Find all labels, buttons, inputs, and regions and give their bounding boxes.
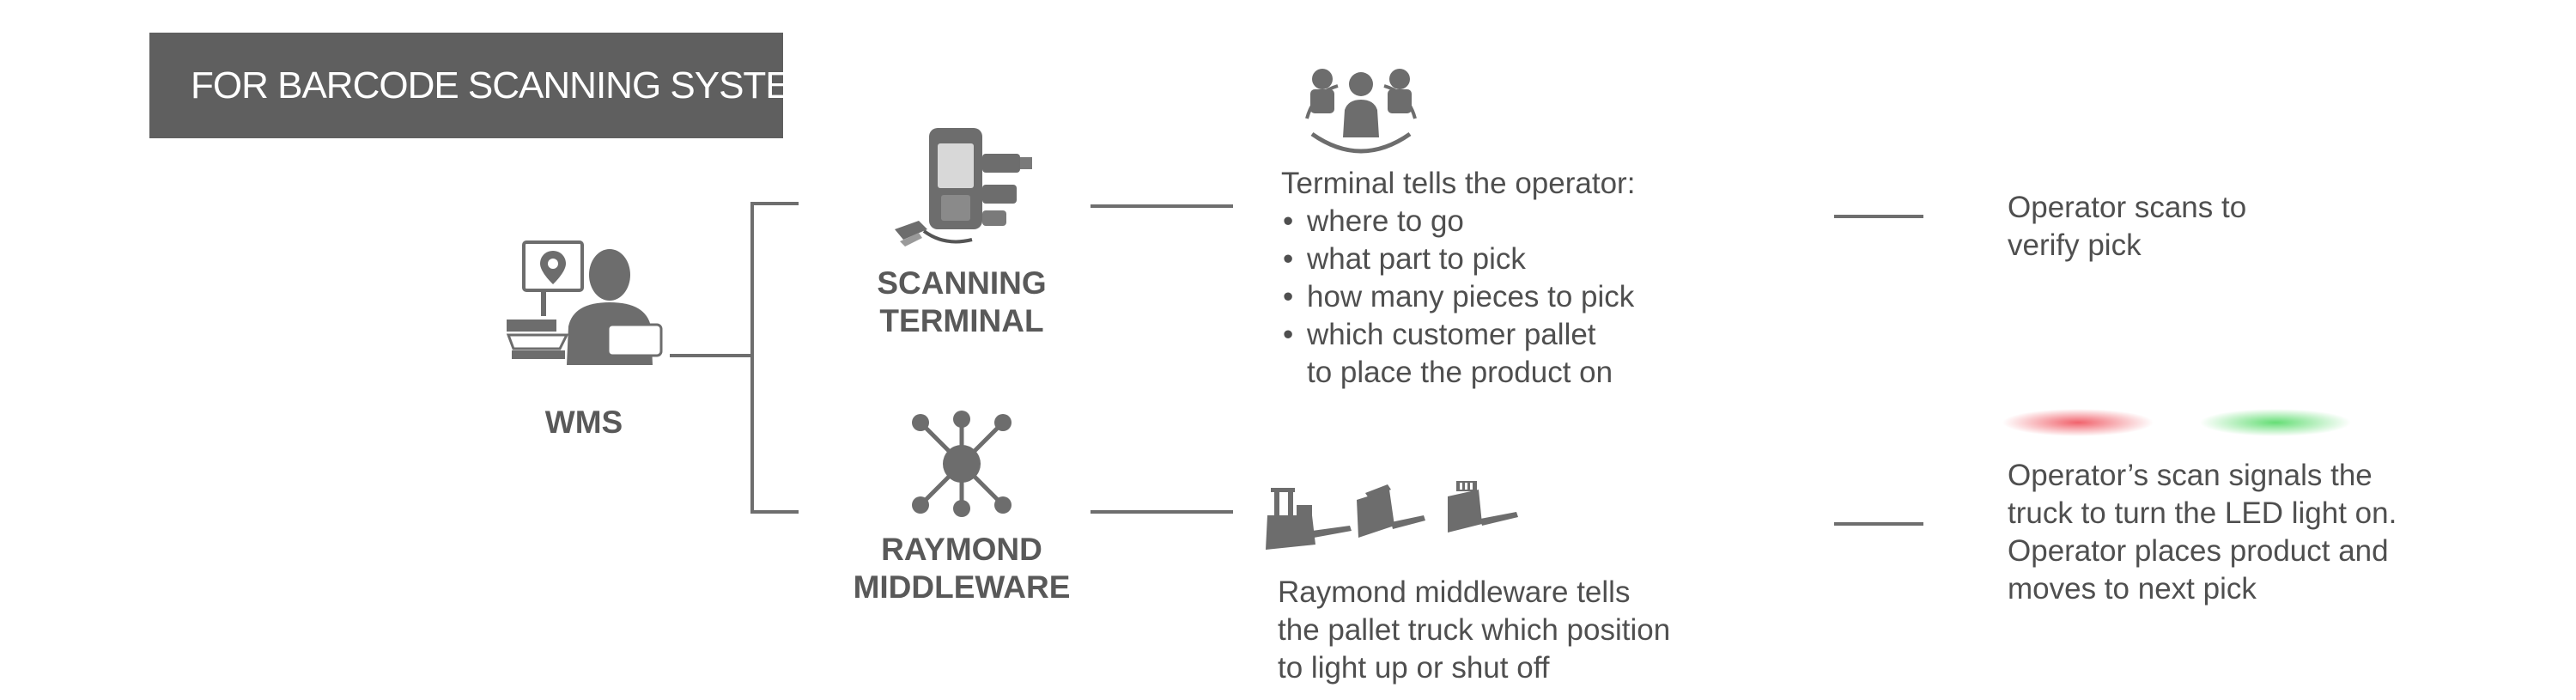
middleware-connector [1091, 510, 1233, 514]
middleware-label: RAYMOND MIDDLEWARE [824, 531, 1099, 606]
verify-instructions: Operator scans to verify pick [2008, 189, 2246, 265]
user-at-computer-icon [506, 240, 663, 365]
list-item: how many pieces to pick [1281, 278, 1635, 316]
middleware-instructions-line: the pallet truck which position [1278, 613, 1671, 647]
list-item: what part to pick [1281, 240, 1635, 278]
verify-connector [1834, 215, 1923, 218]
list-item: which customer pallet [1281, 316, 1635, 354]
signal-connector [1834, 522, 1923, 526]
verify-instructions-line: verify pick [2008, 228, 2142, 262]
signal-instructions-line: Operator’s scan signals the [2008, 459, 2372, 492]
led-red [2002, 409, 2154, 436]
pallet-truck-icon [1266, 481, 1518, 550]
operator-group-icon [1305, 69, 1417, 154]
list-item: where to go [1281, 203, 1635, 240]
signal-instructions-line: Operator places product and [2008, 534, 2389, 568]
led-green [2200, 409, 2351, 436]
terminal-instructions-heading: Terminal tells the operator: [1281, 167, 1636, 200]
verify-instructions-line: Operator scans to [2008, 191, 2247, 224]
terminal-instructions-continuation: to place the product on [1307, 356, 1613, 389]
middleware-instructions-line: Raymond middleware tells [1278, 575, 1631, 609]
handheld-scanner-icon [895, 128, 1032, 247]
network-hub-icon [912, 411, 1012, 517]
wms-label: WMS [544, 405, 623, 440]
middleware-label-line1: RAYMOND [881, 532, 1042, 567]
bracket-vertical [750, 202, 754, 514]
signal-instructions-line: moves to next pick [2008, 572, 2257, 606]
terminal-instructions-list: where to go what part to pick how many p… [1281, 203, 1635, 354]
terminal-connector [1091, 204, 1233, 208]
scanning-terminal-label-line2: TERMINAL [879, 303, 1044, 338]
signal-instructions-line: truck to turn the LED light on. [2008, 496, 2397, 530]
bracket-bottom [750, 510, 799, 514]
middleware-instructions-line: to light up or shut off [1278, 651, 1550, 685]
middleware-label-line2: MIDDLEWARE [853, 569, 1071, 605]
section-banner: FOR BARCODE SCANNING SYSTEMS: [149, 33, 855, 138]
signal-instructions: Operator’s scan signals the truck to tur… [2008, 457, 2397, 608]
bracket-top [750, 202, 799, 205]
terminal-instructions: Terminal tells the operator: where to go… [1281, 165, 1635, 392]
scanning-terminal-label: SCANNING TERMINAL [824, 265, 1099, 340]
wms-connector [670, 354, 752, 357]
scanning-terminal-label-line1: SCANNING [877, 265, 1047, 301]
middleware-instructions: Raymond middleware tells the pallet truc… [1278, 574, 1670, 687]
led-light-icon [2002, 409, 2351, 436]
